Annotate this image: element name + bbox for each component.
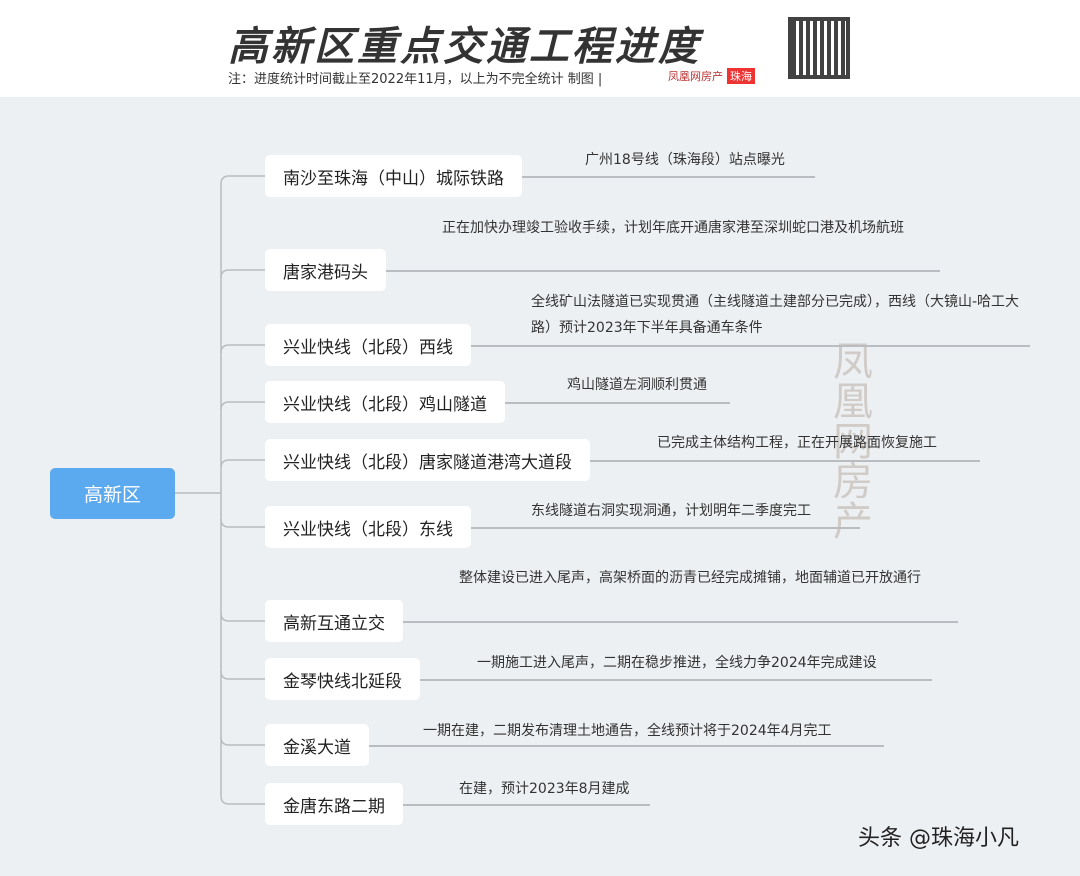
branch-node[interactable]: 兴业快线（北段）西线 [265,324,471,366]
branch-connector [220,269,265,279]
branch-node[interactable]: 南沙至珠海（中山）城际铁路 [265,155,522,197]
branch-node[interactable]: 金溪大道 [265,724,369,766]
description-underline [471,345,1030,347]
ifeng-logo: 凤凰网房产珠海 [668,68,755,84]
branch-description: 鸡山隧道左洞顺利贯通 [567,377,707,393]
branch-node[interactable]: 唐家港码头 [265,249,386,291]
description-underline [505,402,730,404]
description-underline [403,804,650,806]
branch-description: 正在加快办理竣工验收手续，计划年底开通唐家港至深圳蛇口港及机场航班 [442,220,904,236]
branch-connector [220,518,265,528]
branch-node[interactable]: 兴业快线（北段）鸡山隧道 [265,381,505,423]
description-underline [386,270,940,272]
watermark-seal: 凤凰网房产 [826,340,872,540]
description-underline [590,460,980,462]
root-node[interactable]: 高新区 [50,468,175,519]
branch-connector [220,795,265,805]
branch-connector [220,736,265,746]
branch-description: 在建，预计2023年8月建成 [459,781,630,797]
branch-connector [220,459,265,469]
toutiao-watermark: 头条 @珠海小凡 [858,826,1019,851]
branch-description: 一期施工进入尾声，二期在稳步推进，全线力争2024年完成建设 [477,655,877,671]
note: 注：进度统计时间截止至2022年11月，以上为不完全统计 制图 | [228,72,603,87]
description-underline [471,527,860,529]
branch-description: 广州18号线（珠海段）站点曝光 [585,152,785,168]
header: 高新区重点交通工程进度 注：进度统计时间截止至2022年11月，以上为不完全统计… [0,0,1080,97]
qr-code [788,17,850,79]
description-underline [522,176,815,178]
branch-connector [220,401,265,411]
branch-description: 一期在建，二期发布清理土地通告，全线预计将于2024年4月完工 [423,723,832,739]
page-title: 高新区重点交通工程进度 [228,24,701,70]
description-underline [369,745,884,747]
description-underline [420,679,932,681]
branch-connector [220,612,265,622]
branch-description: 整体建设已进入尾声，高架桥面的沥青已经完成摊铺，地面辅道已开放通行 [459,570,921,586]
branch-node[interactable]: 金琴快线北延段 [265,658,420,700]
branch-connector [220,175,265,185]
description-underline [403,621,958,623]
branch-description: 东线隧道右洞实现洞通，计划明年二季度完工 [531,503,811,519]
branch-connector [220,344,265,354]
branch-node[interactable]: 高新互通立交 [265,600,403,642]
branch-node[interactable]: 兴业快线（北段）唐家隧道港湾大道段 [265,439,590,481]
branch-description: 已完成主体结构工程，正在开展路面恢复施工 [657,435,937,451]
branch-node[interactable]: 兴业快线（北段）东线 [265,506,471,548]
branch-description: 全线矿山法隧道已实现贯通（主线隧道土建部分已完成），西线（大镜山-哈工大路）预计… [531,294,1020,336]
branch-connector [220,670,265,680]
branch-node[interactable]: 金唐东路二期 [265,783,403,825]
